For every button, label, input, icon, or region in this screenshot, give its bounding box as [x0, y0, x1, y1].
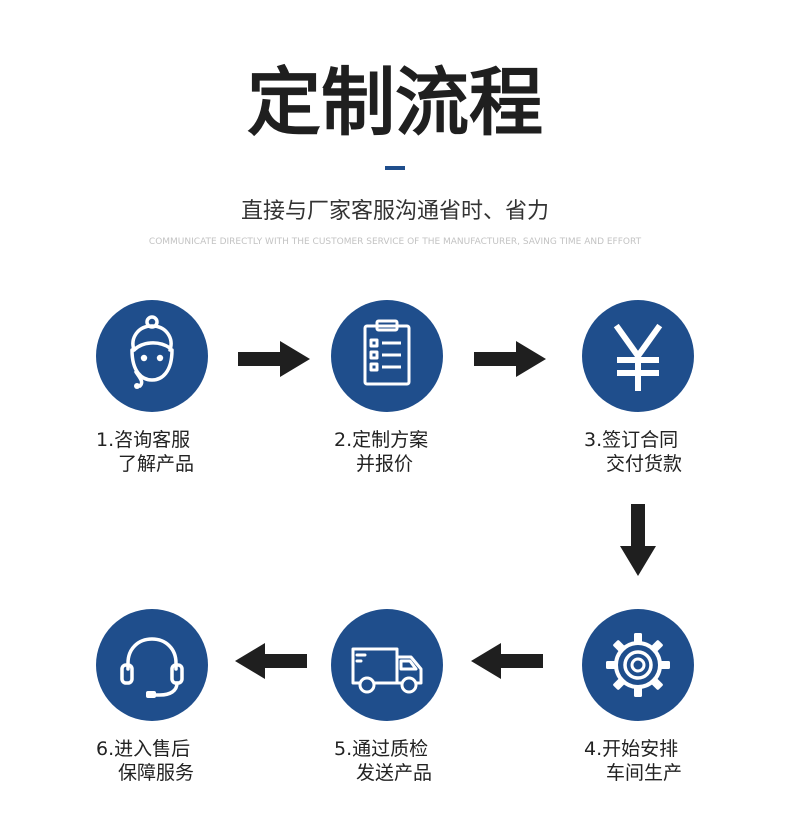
step-6-label-line1: 6.进入售后 [96, 738, 191, 760]
page-subtitle-english: COMMUNICATE DIRECTLY WITH THE CUSTOMER S… [148, 237, 642, 247]
step-1-label-line2: 了解产品 [118, 453, 195, 475]
step-1-circle [96, 300, 208, 412]
arrow-right-icon [474, 341, 546, 377]
page-subtitle: 直接与厂家客服沟通省时、省力 [240, 199, 549, 224]
step-6-label: 6.进入售后 保障服务 [96, 737, 256, 785]
step-5-label-line2: 发送产品 [356, 762, 433, 784]
step-2-label: 2.定制方案 并报价 [334, 428, 494, 476]
arrow-down-icon [620, 504, 656, 576]
delivery-truck-icon [351, 647, 423, 694]
step-1-label: 1.咨询客服 了解产品 [96, 428, 256, 476]
clipboard-checklist-icon [363, 319, 411, 386]
customer-service-woman-icon [130, 315, 174, 389]
step-5-circle [331, 609, 443, 721]
arrow-left-icon [235, 643, 307, 679]
step-2-circle [331, 300, 443, 412]
step-3-label-line2: 交付货款 [606, 453, 683, 475]
step-6-circle [96, 609, 208, 721]
step-2-label-line1: 2.定制方案 [334, 429, 429, 451]
step-6-label-line2: 保障服务 [118, 762, 195, 784]
step-3-label: 3.签订合同 交付货款 [584, 428, 744, 476]
step-5-label: 5.通过质检 发送产品 [334, 737, 494, 785]
yen-icon [613, 323, 663, 391]
step-5-label-line1: 5.通过质检 [334, 738, 429, 760]
gear-icon [606, 633, 670, 697]
page-title: 定制流程 [247, 60, 543, 146]
step-1-label-line1: 1.咨询客服 [96, 429, 191, 451]
step-2-label-line2: 并报价 [356, 453, 414, 475]
step-4-label: 4.开始安排 车间生产 [584, 737, 744, 785]
step-4-label-line2: 车间生产 [606, 762, 683, 784]
arrow-left-icon [471, 643, 543, 679]
step-4-label-line1: 4.开始安排 [584, 738, 679, 760]
arrow-right-icon [238, 341, 310, 377]
step-3-circle [582, 300, 694, 412]
step-3-label-line1: 3.签订合同 [584, 429, 679, 451]
title-underline [385, 166, 405, 170]
headset-icon [120, 637, 184, 698]
step-4-circle [582, 609, 694, 721]
